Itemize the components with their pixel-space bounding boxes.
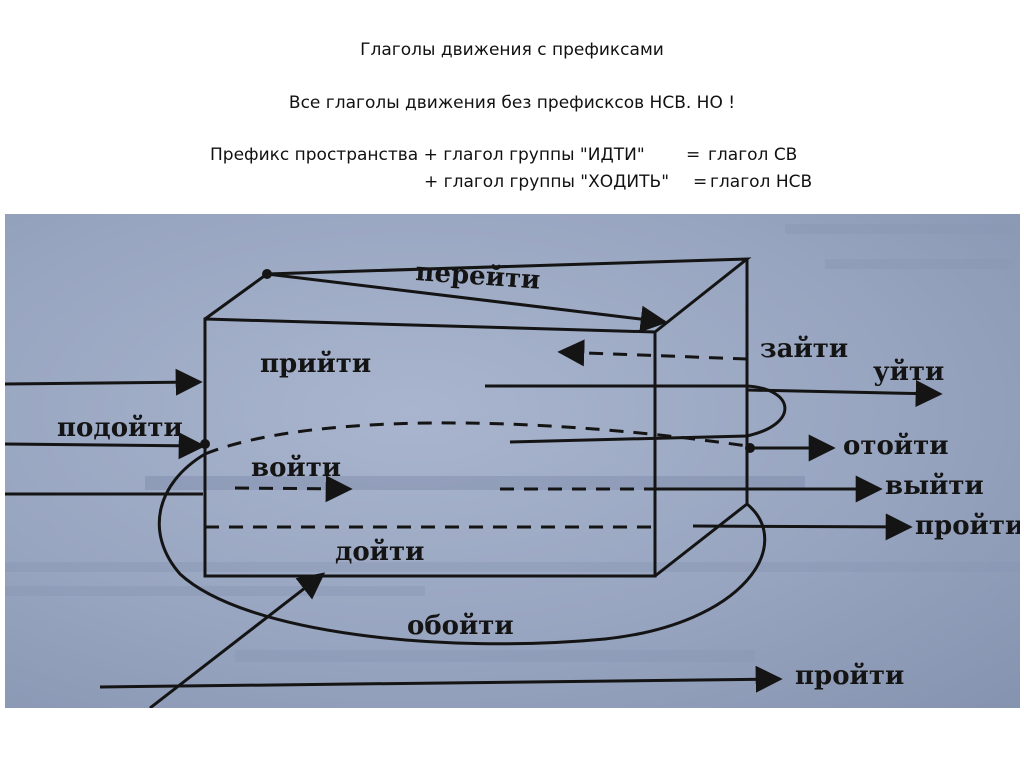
label-otoyti: отойти (843, 431, 948, 461)
ground-ellipse (157, 421, 767, 646)
rule-2-result: глагол НСВ (710, 172, 813, 192)
label-voyti: войти (251, 453, 341, 483)
box-shape (203, 257, 752, 578)
label-proyti-through: пройти (915, 511, 1020, 541)
rule-2-equals: = (693, 172, 708, 192)
background-page-text (5, 224, 1020, 662)
label-doyti: дойти (335, 537, 424, 567)
rule-1-left: Префикс пространства + глагол группы "ИД… (210, 145, 645, 165)
rule-1-result: глагол СВ (708, 145, 798, 165)
box-corner-dots (200, 269, 755, 453)
label-zayti: зайти (760, 334, 848, 364)
slide-subtitle: Все глаголы движения без префисксов НСВ.… (288, 93, 736, 113)
label-oboyti: обойти (407, 611, 514, 641)
label-priyti: прийти (260, 349, 371, 379)
label-vyyti: выйти (885, 471, 984, 501)
motion-prefix-diagram: перейти прийти зайти уйти подойти отойти… (5, 224, 1020, 708)
label-proyti-past: пройти (795, 661, 904, 691)
slide-title: Глаголы движения с префиксами (360, 40, 664, 60)
rule-1-equals: = (686, 145, 701, 165)
diagram-photo: перейти прийти зайти уйти подойти отойти… (5, 214, 1020, 708)
motion-arrows (5, 272, 943, 708)
label-pereyti: перейти (415, 257, 542, 296)
label-podoyti: подойти (57, 413, 183, 443)
rule-2-left: + глагол группы "ХОДИТЬ" (424, 172, 670, 192)
label-uyti: уйти (873, 357, 944, 387)
